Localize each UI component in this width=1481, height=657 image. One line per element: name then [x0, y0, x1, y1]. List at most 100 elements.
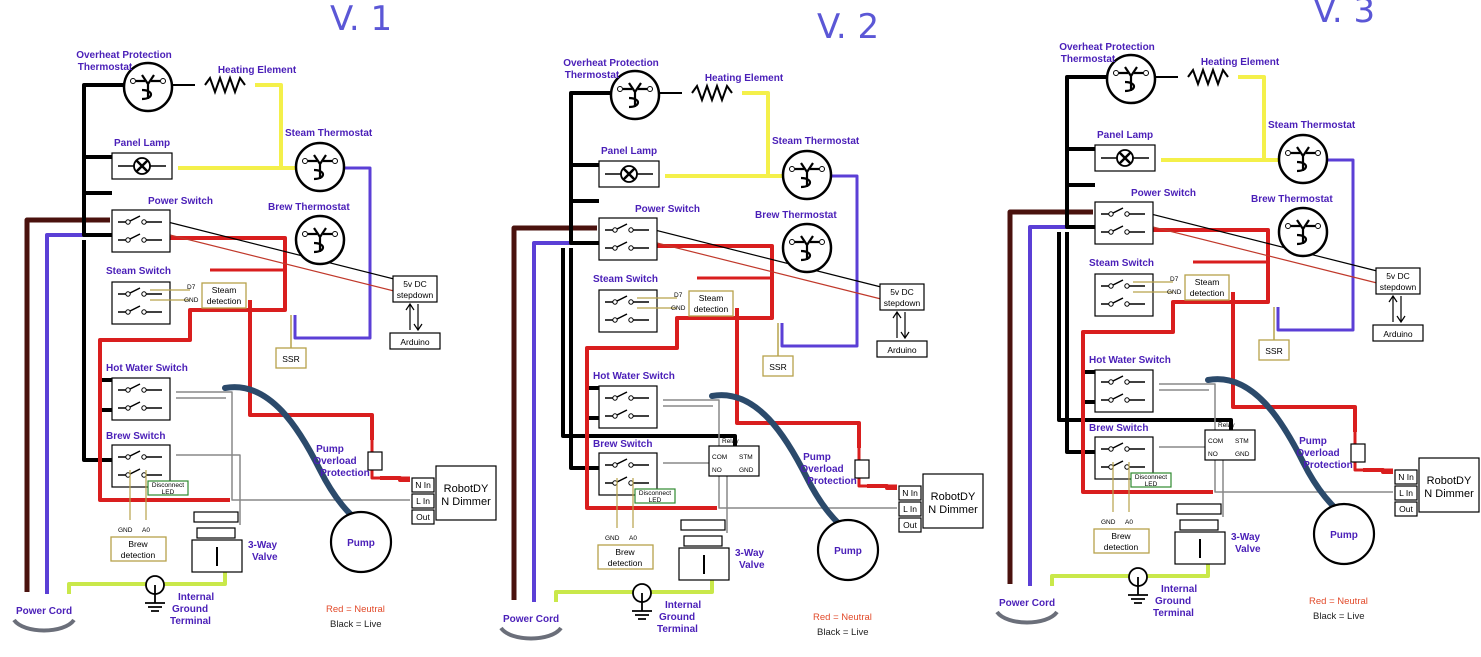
dimmer-out-box — [898, 517, 922, 533]
terminal — [125, 405, 131, 411]
switch-body — [598, 385, 658, 429]
terminal — [1108, 211, 1114, 217]
label-valve: Valve — [739, 560, 765, 571]
bidirectional-arrow-icon — [1388, 294, 1406, 324]
valve-cap — [193, 511, 239, 523]
label-dimmer-name: RobotDY — [1427, 475, 1472, 487]
terminal — [628, 462, 634, 468]
terminal — [1108, 397, 1114, 403]
label-dimmer-lin: L In — [903, 504, 917, 514]
label-brew-switch: Brew Switch — [1089, 423, 1148, 434]
label-pump-overload-3: Protection — [1303, 460, 1352, 471]
label-pump-overload-3: Protection — [320, 468, 369, 479]
switch-body — [111, 377, 171, 421]
wire-grey — [663, 399, 897, 509]
wire — [697, 246, 774, 280]
valve-cap — [1179, 519, 1219, 531]
steam-thermostat — [294, 141, 346, 193]
label-dimmer-nin: N In — [902, 488, 918, 498]
brew-thermostat — [1277, 206, 1329, 258]
terminal — [628, 317, 634, 323]
label-stepdown: stepdown — [884, 298, 921, 308]
power-cord-plug-icon — [499, 626, 563, 641]
label-pump: Pump — [1330, 530, 1358, 541]
label-brew-gnd: GND — [605, 535, 620, 542]
brew-detection-box — [597, 544, 654, 570]
thermostat-symbol-icon — [136, 74, 160, 101]
steam-switch — [598, 289, 658, 333]
label-thermostat: Thermostat — [78, 62, 133, 73]
label-led: LED — [162, 489, 175, 496]
label-terminal: Terminal — [1153, 608, 1194, 619]
pump-overload-box — [1350, 443, 1366, 463]
wire — [210, 238, 287, 272]
wire-live — [82, 83, 125, 225]
stepdown-box — [392, 275, 438, 303]
pump-overload-box — [854, 459, 870, 479]
label-brew-switch: Brew Switch — [593, 439, 652, 450]
wire-ground — [67, 582, 154, 594]
terminal — [160, 78, 166, 84]
label-terminal: Terminal — [170, 616, 211, 627]
label-relay-no: NO — [712, 467, 722, 474]
terminal — [1108, 446, 1114, 452]
wire — [82, 240, 112, 462]
label-disconnect: Disconnect — [639, 490, 671, 497]
terminal — [789, 239, 795, 245]
panel-lamp — [1094, 144, 1156, 172]
label-pump: Pump — [834, 546, 862, 557]
hot-water-switch — [1094, 369, 1154, 413]
label-disconnect: Disconnect — [1135, 474, 1167, 481]
power-cord-plug-icon — [995, 610, 1059, 625]
label-relay-stm: STM — [1235, 438, 1249, 445]
terminal — [1315, 150, 1321, 156]
label-relay: Relay — [722, 438, 739, 445]
label-brew-a0: A0 — [1125, 519, 1133, 526]
terminal — [125, 454, 131, 460]
wire-ground — [554, 590, 641, 602]
arduino-box — [389, 332, 441, 350]
three-way-valve — [678, 519, 730, 581]
label-dimmer-nin: N In — [415, 480, 431, 490]
wire-brown — [511, 225, 597, 600]
label-steam-detection: detection — [207, 296, 242, 306]
relay-module — [708, 445, 760, 477]
label-pin-d7: D7 — [187, 284, 196, 291]
terminal — [141, 291, 147, 297]
wire-purple-loop — [780, 174, 859, 348]
switch-body — [598, 289, 658, 333]
terminal — [1108, 301, 1114, 307]
label-5v-dc: 5v DC — [890, 287, 914, 297]
power-cord-plug-icon — [12, 618, 76, 633]
ground-terminal — [632, 583, 652, 620]
water-hose — [1205, 376, 1348, 520]
disconnect-led-box — [147, 480, 189, 496]
legend-live: Black = Live — [330, 619, 382, 630]
overheat-thermostat — [1105, 53, 1157, 105]
water-hose — [222, 384, 365, 528]
steam-detection-box — [1184, 274, 1230, 301]
label-internal: Internal — [1161, 584, 1197, 595]
label-brew-detection: detection — [121, 550, 156, 560]
label-power-switch: Power Switch — [148, 196, 213, 207]
legend-neutral: Red = Neutral — [326, 604, 385, 615]
lamp-cross-icon — [622, 167, 636, 181]
label-hot-water-switch: Hot Water Switch — [106, 363, 188, 374]
label-dimmer-type: N Dimmer — [928, 504, 978, 516]
label-terminal: Terminal — [657, 624, 698, 635]
thermostat-symbol-icon — [308, 154, 332, 181]
label-pump-overload-3: Protection — [807, 476, 856, 487]
label-brew-a0: A0 — [629, 535, 637, 542]
heating-element-icon — [204, 75, 246, 95]
stepdown-box — [879, 283, 925, 311]
dimmer-out-box — [411, 509, 435, 525]
label-brew-thermostat: Brew Thermostat — [1251, 194, 1333, 205]
thermostat-symbol-icon — [795, 162, 819, 189]
terminal — [617, 86, 623, 92]
label-dimmer-out: Out — [416, 512, 430, 522]
switch-body — [1094, 201, 1154, 245]
wire-grey — [176, 391, 410, 501]
